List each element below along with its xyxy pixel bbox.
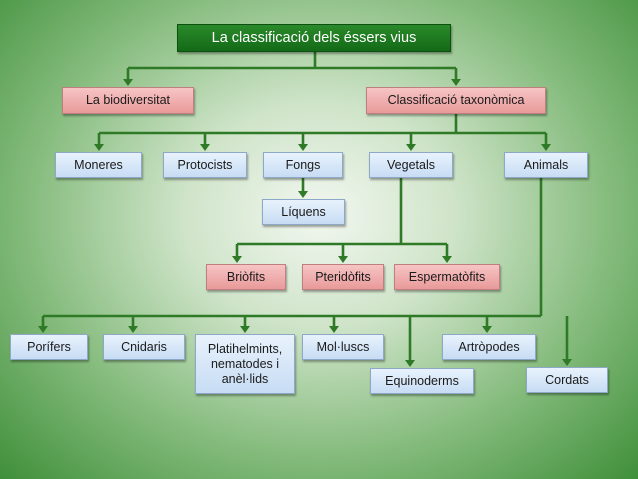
node-platihelmints: Platihelmints, nematodes i anèl·lids bbox=[195, 334, 295, 394]
node-molluscs: Mol·luscs bbox=[302, 334, 384, 360]
node-cordats: Cordats bbox=[526, 367, 608, 393]
node-cnidaris: Cnidaris bbox=[103, 334, 185, 360]
node-briofits: Briòfits bbox=[206, 264, 286, 290]
node-animals: Animals bbox=[504, 152, 588, 178]
node-moneres: Moneres bbox=[55, 152, 142, 178]
node-protocists: Protocists bbox=[163, 152, 247, 178]
node-pteridofits: Pteridòfits bbox=[302, 264, 384, 290]
node-liquens: Líquens bbox=[262, 199, 345, 225]
node-espermatofits: Espermatòfits bbox=[394, 264, 500, 290]
node-artropodes: Artròpodes bbox=[442, 334, 536, 360]
node-fongs: Fongs bbox=[263, 152, 343, 178]
node-vegetals: Vegetals bbox=[369, 152, 453, 178]
node-porifers: Porífers bbox=[10, 334, 88, 360]
node-classificacio-taxonomica: Classificació taxonòmica bbox=[366, 87, 546, 114]
diagram-title: La classificació dels éssers vius bbox=[177, 24, 451, 52]
node-equinoderms: Equinoderms bbox=[370, 368, 474, 394]
node-biodiversitat: La biodiversitat bbox=[62, 87, 194, 114]
